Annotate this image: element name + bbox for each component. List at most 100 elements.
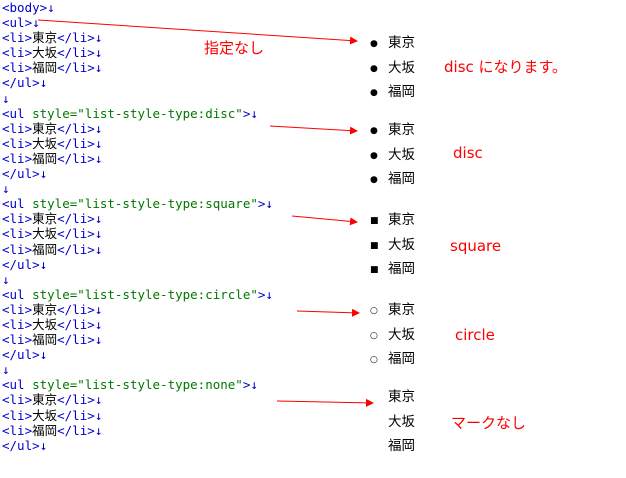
list-item: 大坂 [370,143,415,168]
newline-arrow-icon: ↓ [39,437,48,453]
list-item-label: 東京 [388,302,415,318]
code-line: <ul style="list-style-type:square">↓ [2,196,302,211]
list-item: 東京 [370,118,415,143]
code-line: <ul style="list-style-type:none">↓ [2,377,302,392]
newline-arrow-icon: ↓ [94,301,103,317]
code-token: </ul> [2,166,40,182]
list-item-label: 東京 [388,389,415,405]
code-token: 大坂 [32,135,58,151]
note-none: マークなし [451,414,527,432]
code-line: <li>福岡</li>↓ [2,423,302,438]
newline-arrow-icon: ↓ [94,332,103,348]
newline-arrow-icon: ↓ [94,211,103,227]
code-token: </ul> [2,347,40,363]
code-token: </li> [57,332,95,348]
code-token: <li> [2,392,33,408]
list-item-label: 大坂 [388,236,415,253]
list-item-label: 福岡 [388,351,415,367]
code-token: </li> [57,422,95,438]
code-token: </li> [57,45,95,61]
code-token: </li> [57,241,95,257]
code-token: <li> [2,135,33,151]
code-token: 福岡 [32,60,58,76]
note-disc: disc [453,144,483,162]
code-token: </li> [57,135,95,151]
code-line: ↓ [2,181,302,196]
list-item-label: 福岡 [388,438,415,454]
code-line: <li>大坂</li>↓ [2,136,302,151]
newline-arrow-icon: ↓ [250,377,258,393]
code-token: style="list-style-type:disc" [32,105,243,121]
code-token: </li> [57,407,95,423]
newline-arrow-icon: ↓ [94,135,103,151]
arrow-circle [296,308,360,317]
code-token: </li> [57,60,95,76]
code-token: <li> [2,241,33,257]
newline-arrow-icon: ↓ [94,120,103,136]
code-token: 大坂 [32,45,58,61]
code-line: <li>東京</li>↓ [2,392,302,407]
code-token: </ul> [2,75,40,91]
code-line: </ul>↓ [2,166,302,181]
list-item: 東京 [370,31,415,56]
newline-arrow-icon: ↓ [265,286,273,302]
newline-arrow-icon: ↓ [94,60,103,76]
code-token: <li> [2,45,33,61]
list-item: 大坂 [370,233,415,258]
note-no-spec: 指定なし [204,39,265,57]
code-line: <li>東京</li>↓ [2,121,302,136]
code-token: <li> [2,120,33,136]
newline-arrow-icon: ↓ [39,256,48,272]
newline-arrow-icon: ↓ [94,226,103,242]
newline-arrow-icon: ↓ [32,15,40,31]
code-line: <li>福岡</li>↓ [2,60,302,75]
code-line: </ul>↓ [2,347,302,362]
code-token: 福岡 [32,422,58,438]
code-token: > [242,105,251,121]
code-token: </li> [57,120,95,136]
code-token: > [257,286,266,302]
code-token: <ul [2,105,33,121]
code-token: 東京 [32,301,58,317]
code-line: <li>大坂</li>↓ [2,45,302,60]
code-line: <li>東京</li>↓ [2,302,302,317]
code-line: ↓ [2,272,302,287]
code-token: > [242,377,251,393]
code-token: <ul [2,377,33,393]
list-item: 福岡 [370,167,415,192]
code-token: <li> [2,30,33,46]
code-token: style="list-style-type:square" [32,196,258,212]
list-item-label: 大坂 [388,326,415,343]
code-line: <ul style="list-style-type:circle">↓ [2,287,302,302]
html-source-code: <body>↓<ul>↓<li>東京</li>↓<li>大坂</li>↓<li>… [2,0,302,453]
code-line: <li>大坂</li>↓ [2,408,302,423]
list-item-label: 東京 [388,35,415,51]
code-token: </li> [57,30,95,46]
list-item: 大坂 [370,323,415,348]
list-item: 福岡 [370,80,415,105]
code-token: 大坂 [32,407,58,423]
code-line: <li>福岡</li>↓ [2,332,302,347]
code-token: <ul [2,286,33,302]
newline-arrow-icon: ↓ [2,271,10,287]
list-item-label: 福岡 [388,171,415,187]
code-token: <ul> [2,15,33,31]
code-token: style="list-style-type:circle" [32,286,258,302]
code-token: </li> [57,150,95,166]
code-token: </ul> [2,256,40,272]
newline-arrow-icon: ↓ [39,166,48,182]
newline-arrow-icon: ↓ [94,316,103,332]
code-token: 東京 [32,30,58,46]
newline-arrow-icon: ↓ [47,0,55,15]
code-token: <body> [2,0,48,15]
newline-arrow-icon: ↓ [94,30,103,46]
code-token: </li> [57,211,95,227]
code-token: > [257,196,266,212]
newline-arrow-icon: ↓ [250,105,258,121]
newline-arrow-icon: ↓ [94,407,103,423]
code-token: 大坂 [32,226,58,242]
code-line: </ul>↓ [2,75,302,90]
